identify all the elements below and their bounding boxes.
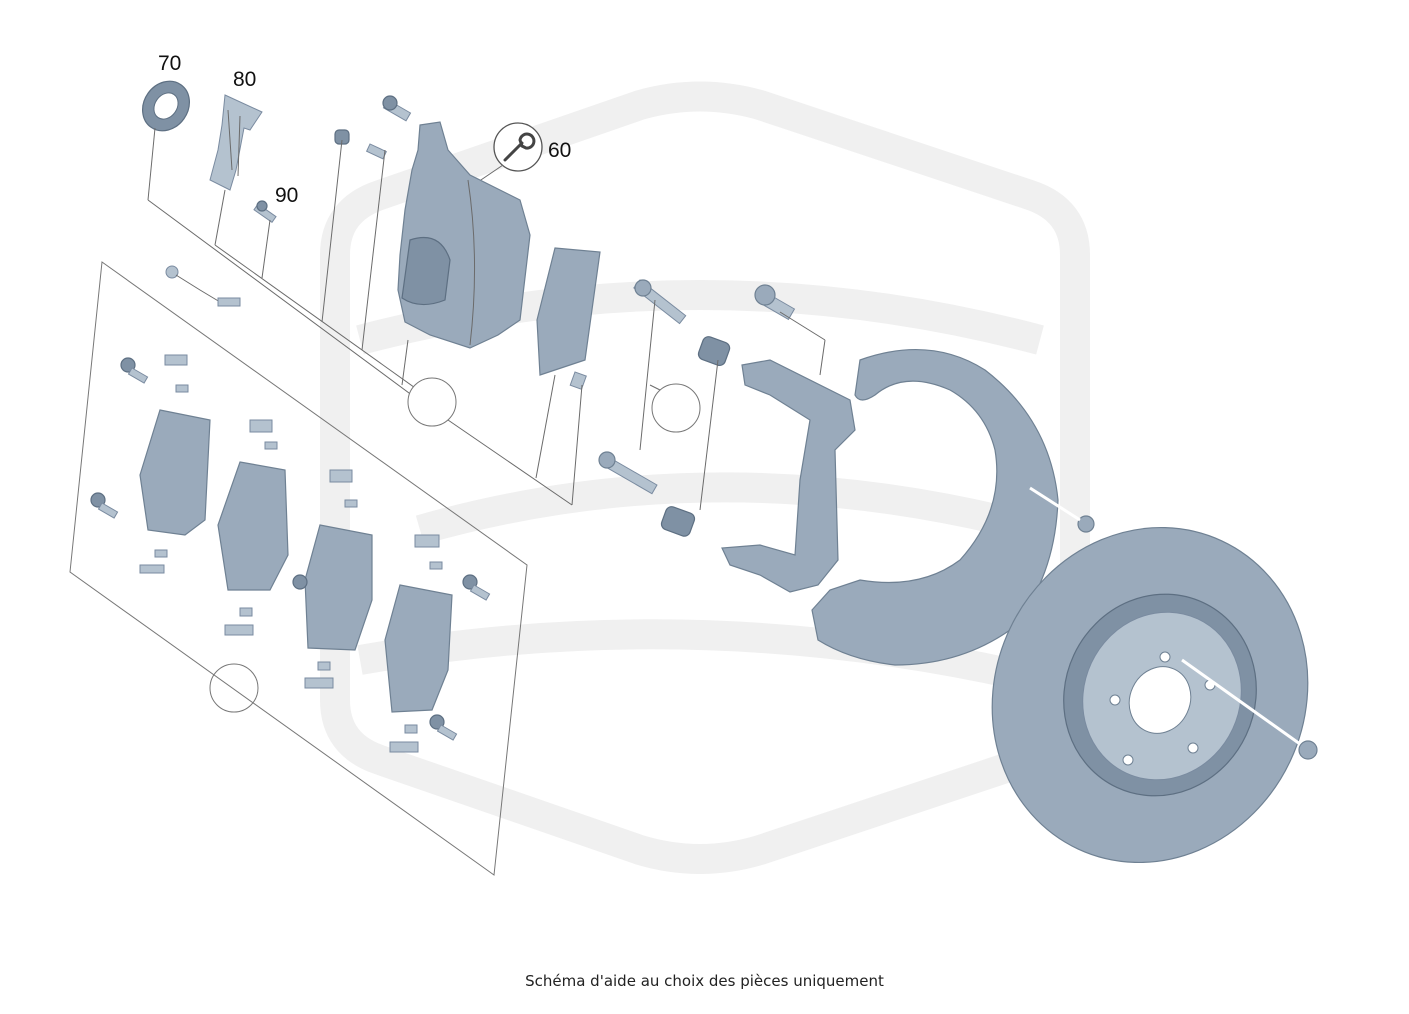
callout-70: 70	[158, 52, 181, 75]
pad-kit-hardware	[90, 354, 491, 753]
guide-pin-lower	[598, 451, 658, 495]
brake-pad-3	[304, 524, 373, 651]
callout-80: 80	[233, 68, 256, 91]
leader-lines	[147, 127, 826, 511]
dust-shield	[811, 348, 1059, 666]
diagram-caption: Schéma d'aide au choix des pièces unique…	[525, 972, 884, 990]
bleeder-screw	[365, 143, 387, 160]
bolt-90	[253, 200, 277, 224]
brake-pad-2	[217, 461, 289, 591]
rubber-boot-upper	[697, 336, 731, 367]
shim-clip	[569, 371, 587, 390]
pad-kit-frame	[69, 261, 528, 876]
callout-90: 90	[275, 184, 298, 207]
seal-ring-70	[142, 80, 190, 132]
guide-pin-upper	[633, 279, 687, 325]
dust-shield-bolt	[1029, 486, 1095, 533]
disc-retaining-screw	[1181, 658, 1318, 760]
brake-pad-4	[384, 584, 453, 713]
brake-caliper	[397, 121, 531, 349]
wrench-icon	[493, 122, 543, 172]
anti-squeal-shim	[536, 247, 601, 376]
caliper-bolt-top	[382, 95, 412, 122]
reference-circle-pins	[651, 383, 701, 433]
reference-circle-pad-kit	[209, 663, 259, 713]
brake-pad-1	[139, 409, 211, 536]
reference-circle-caliper	[407, 377, 457, 427]
caliper-bracket	[721, 359, 856, 593]
callout-60: 60	[548, 139, 571, 162]
guide-bolt-upper-right	[754, 284, 796, 321]
brake-disc	[991, 526, 1309, 864]
wear-sensor	[165, 265, 241, 307]
rubber-boot-lower	[660, 506, 696, 537]
spring-clip-80	[209, 94, 263, 191]
